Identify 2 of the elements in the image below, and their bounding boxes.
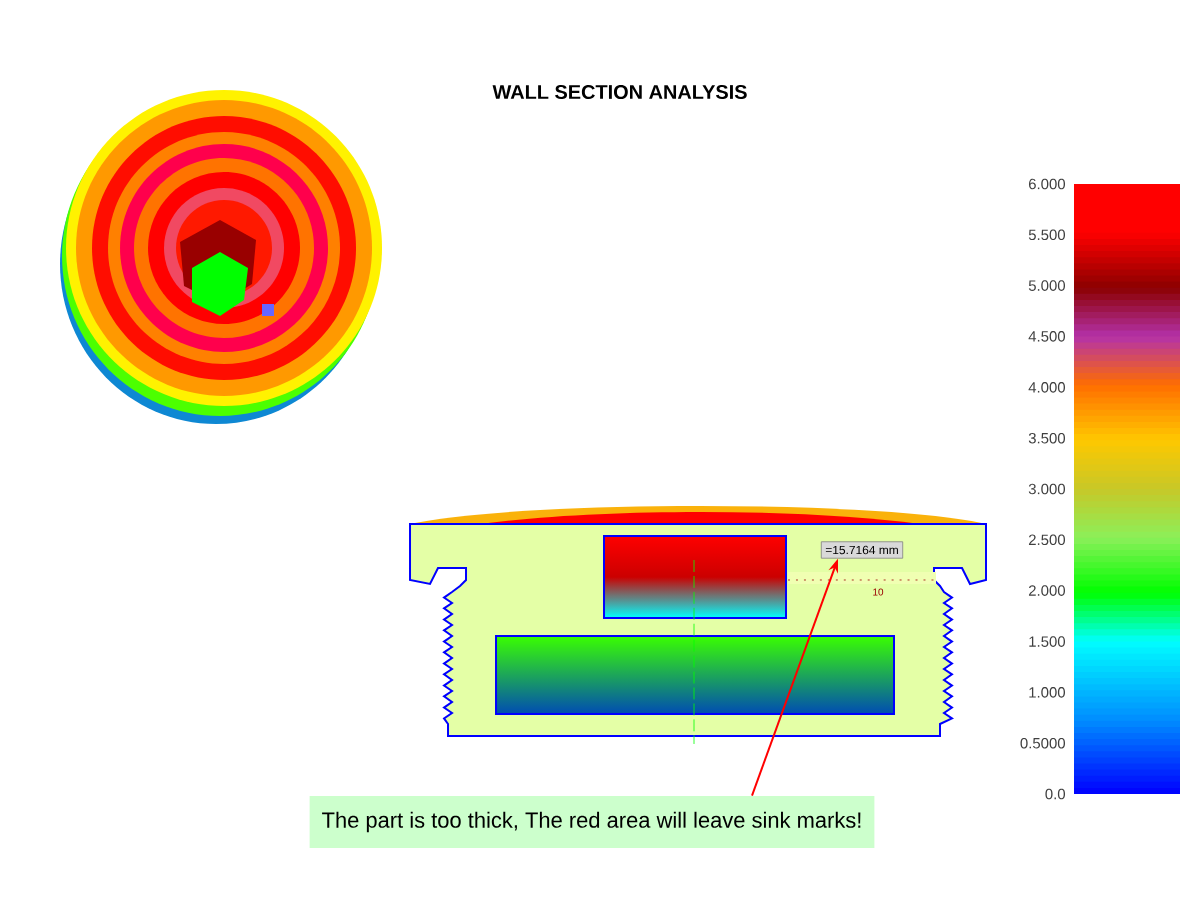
title: WALL SECTION ANALYSIS [492, 84, 747, 100]
callout-box: The part is too thick, The red area will leave sink marks! [309, 796, 875, 848]
